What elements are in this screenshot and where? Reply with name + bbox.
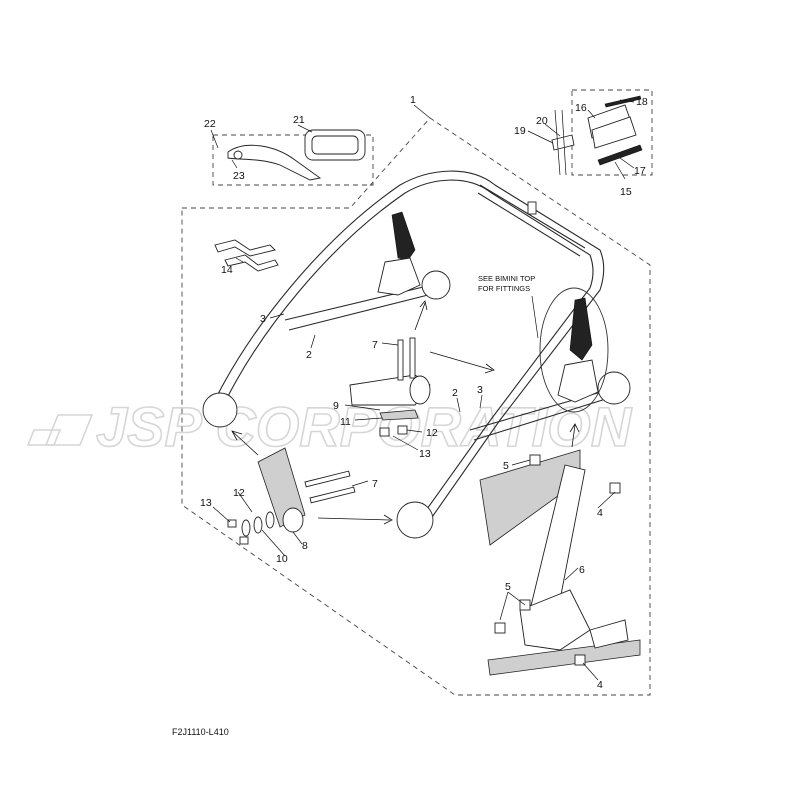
callout-12-left: 12: [233, 487, 245, 499]
callout-4-lower: 4: [597, 679, 603, 691]
callout-1: 1: [410, 94, 416, 106]
tower-frame: [214, 170, 626, 521]
callout-4-upper: 4: [597, 507, 603, 519]
callout-23: 23: [233, 170, 245, 182]
callout-3-left: 3: [260, 313, 266, 325]
arrows: [231, 300, 580, 525]
callout-21: 21: [293, 114, 305, 126]
mirror-assembly: [227, 129, 366, 181]
callout-18: 18: [636, 96, 648, 108]
callout-16: 16: [575, 102, 587, 114]
callout-14: 14: [221, 264, 233, 276]
tube-fitting: [227, 447, 356, 545]
detail-circle-3: [396, 501, 434, 539]
mirror-group-box: [212, 134, 374, 186]
drawing-code: F2J1110-L410: [172, 727, 229, 737]
detail-circle-1: [421, 270, 451, 300]
leg-bracket: [479, 449, 641, 676]
callout-8: 8: [302, 540, 308, 552]
callout-5-lower: 5: [505, 581, 511, 593]
callout-7-upper: 7: [372, 339, 378, 351]
callout-5-upper: 5: [503, 460, 509, 472]
callout-19: 19: [514, 125, 526, 137]
detail-circle-4: [597, 371, 631, 405]
callout-10: 10: [276, 553, 288, 565]
detail-ellipse: [539, 287, 609, 413]
callout-22: 22: [204, 118, 216, 130]
callout-6: 6: [579, 564, 585, 576]
note-line-2: FOR FITTINGS: [478, 284, 530, 293]
callout-12-right: 12: [426, 427, 438, 439]
bimini-note: SEE BIMINI TOP FOR FITTINGS: [478, 274, 539, 339]
leader-lines: [210, 99, 635, 681]
callout-13-left: 13: [200, 497, 212, 509]
callout-9: 9: [333, 400, 339, 412]
callout-13-right: 13: [419, 448, 431, 460]
assembly-boundary: [181, 117, 651, 696]
callout-numbers: 1 2 2 3 3 4 4 5 5 6 7 7 8 9 10 11 12 12 …: [200, 94, 648, 691]
callout-15: 15: [620, 186, 632, 198]
callout-3-right: 3: [477, 384, 483, 396]
callout-11: 11: [340, 416, 351, 428]
note-line-1: SEE BIMINI TOP: [478, 274, 535, 283]
strap-kit: [551, 95, 643, 176]
clamp-block: [349, 337, 431, 437]
callout-7-lower: 7: [372, 478, 378, 490]
callout-20: 20: [536, 115, 548, 127]
callout-17: 17: [634, 165, 646, 177]
strap-kit-box: [571, 89, 653, 176]
detail-circle-2: [202, 392, 238, 428]
callout-2-left: 2: [306, 349, 312, 361]
watermark-logo: JSP CORPORATION: [26, 394, 634, 459]
callout-2-right: 2: [452, 387, 458, 399]
